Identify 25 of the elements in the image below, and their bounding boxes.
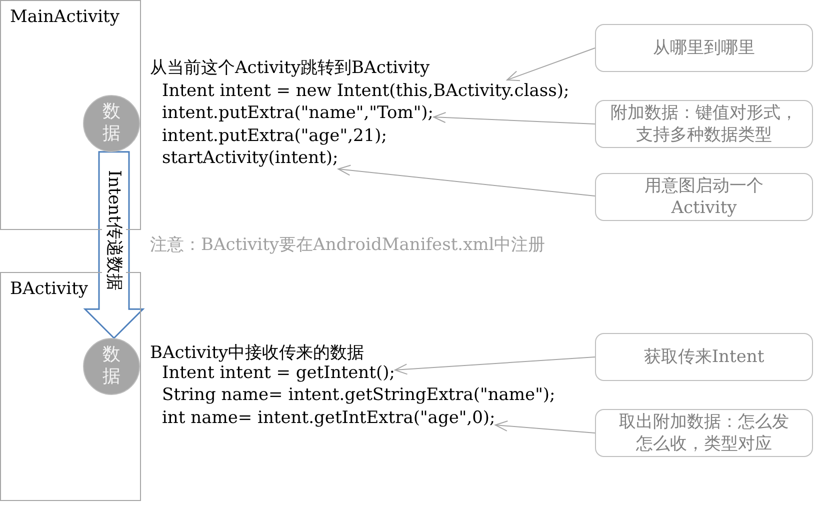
code-line: int name= intent.getIntExtra("age",0); (162, 407, 496, 429)
activity-title: MainActivity (10, 6, 120, 28)
leader-arrow (433, 112, 596, 124)
data-circle: 数据 (83, 95, 140, 152)
callout-box: 取出附加数据：怎么发怎么收，类型对应 (595, 409, 813, 457)
code-heading: BActivity中接收传来的数据 (150, 342, 364, 364)
leader-arrow (494, 420, 596, 434)
note-text: 注意：BActivity要在AndroidManifest.xml中注册 (150, 234, 546, 256)
edge-label: Intent传递数据 (102, 170, 126, 290)
code-line: String name= intent.getStringExtra("name"); (162, 384, 556, 406)
code-line: intent.putExtra("age",21); (162, 125, 387, 147)
code-line: startActivity(intent); (162, 147, 338, 169)
activity-title: BActivity (10, 278, 88, 300)
data-circle: 数据 (83, 338, 140, 395)
leader-arrow (394, 356, 596, 375)
callout-box: 用意图启动一个Activity (595, 173, 813, 221)
leader-arrow (338, 164, 596, 196)
code-line: Intent intent = new Intent(this,BActivity.class); (162, 80, 570, 102)
code-line: intent.putExtra("name","Tom"); (162, 102, 434, 124)
code-heading: 从当前这个Activity跳转到BActivity (150, 57, 430, 79)
callout-box: 从哪里到哪里 (595, 24, 813, 72)
leader-arrow (506, 48, 596, 82)
callout-box: 获取传来Intent (595, 333, 813, 381)
code-line: Intent intent = getIntent(); (162, 362, 395, 384)
callout-box: 附加数据：键值对形式，支持多种数据类型 (595, 100, 813, 148)
